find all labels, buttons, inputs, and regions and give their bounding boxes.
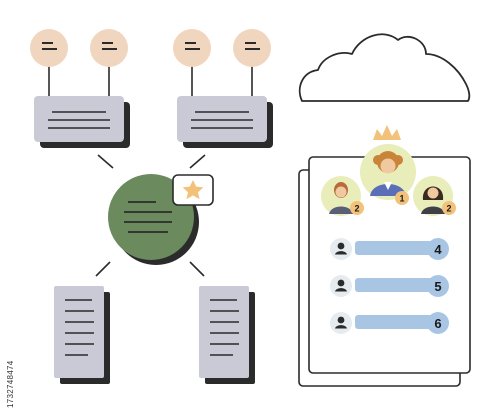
- crown-icon: [373, 125, 401, 140]
- connector-line: [189, 261, 205, 277]
- document-stack: [199, 286, 255, 384]
- user-icon: [337, 242, 345, 250]
- podium-avatar-second-left: 2: [321, 176, 364, 216]
- rank-label: 5: [434, 279, 441, 294]
- connector-line: [97, 154, 114, 169]
- rank-label: 2: [354, 204, 359, 214]
- user-icon: [337, 316, 345, 324]
- rank-label: 2: [446, 204, 451, 214]
- connector-line: [95, 261, 111, 277]
- rank-label: 1: [399, 194, 404, 204]
- star-icon: [182, 180, 204, 200]
- ranking-row: 5: [330, 275, 449, 297]
- message-circle: [233, 29, 271, 67]
- podium-avatar-first: 1: [360, 144, 416, 205]
- connector-line: [189, 154, 206, 169]
- rank-label: 6: [434, 316, 441, 331]
- rank-label: 4: [434, 242, 442, 257]
- message-circle: [173, 29, 211, 67]
- star-badge: [172, 174, 214, 206]
- document-stack: [54, 286, 110, 384]
- network-diagram: [48, 66, 253, 277]
- cloud-icon: [298, 33, 471, 102]
- info-card: [34, 96, 130, 148]
- podium-avatar-second-right: 2: [413, 176, 456, 216]
- message-circle: [90, 29, 128, 67]
- podium: 2 1 2: [321, 125, 456, 216]
- info-card: [177, 96, 273, 148]
- ranking-row: 4: [330, 238, 449, 260]
- ranking-row: 6: [330, 312, 449, 334]
- user-icon: [337, 279, 345, 287]
- message-circle: [30, 29, 68, 67]
